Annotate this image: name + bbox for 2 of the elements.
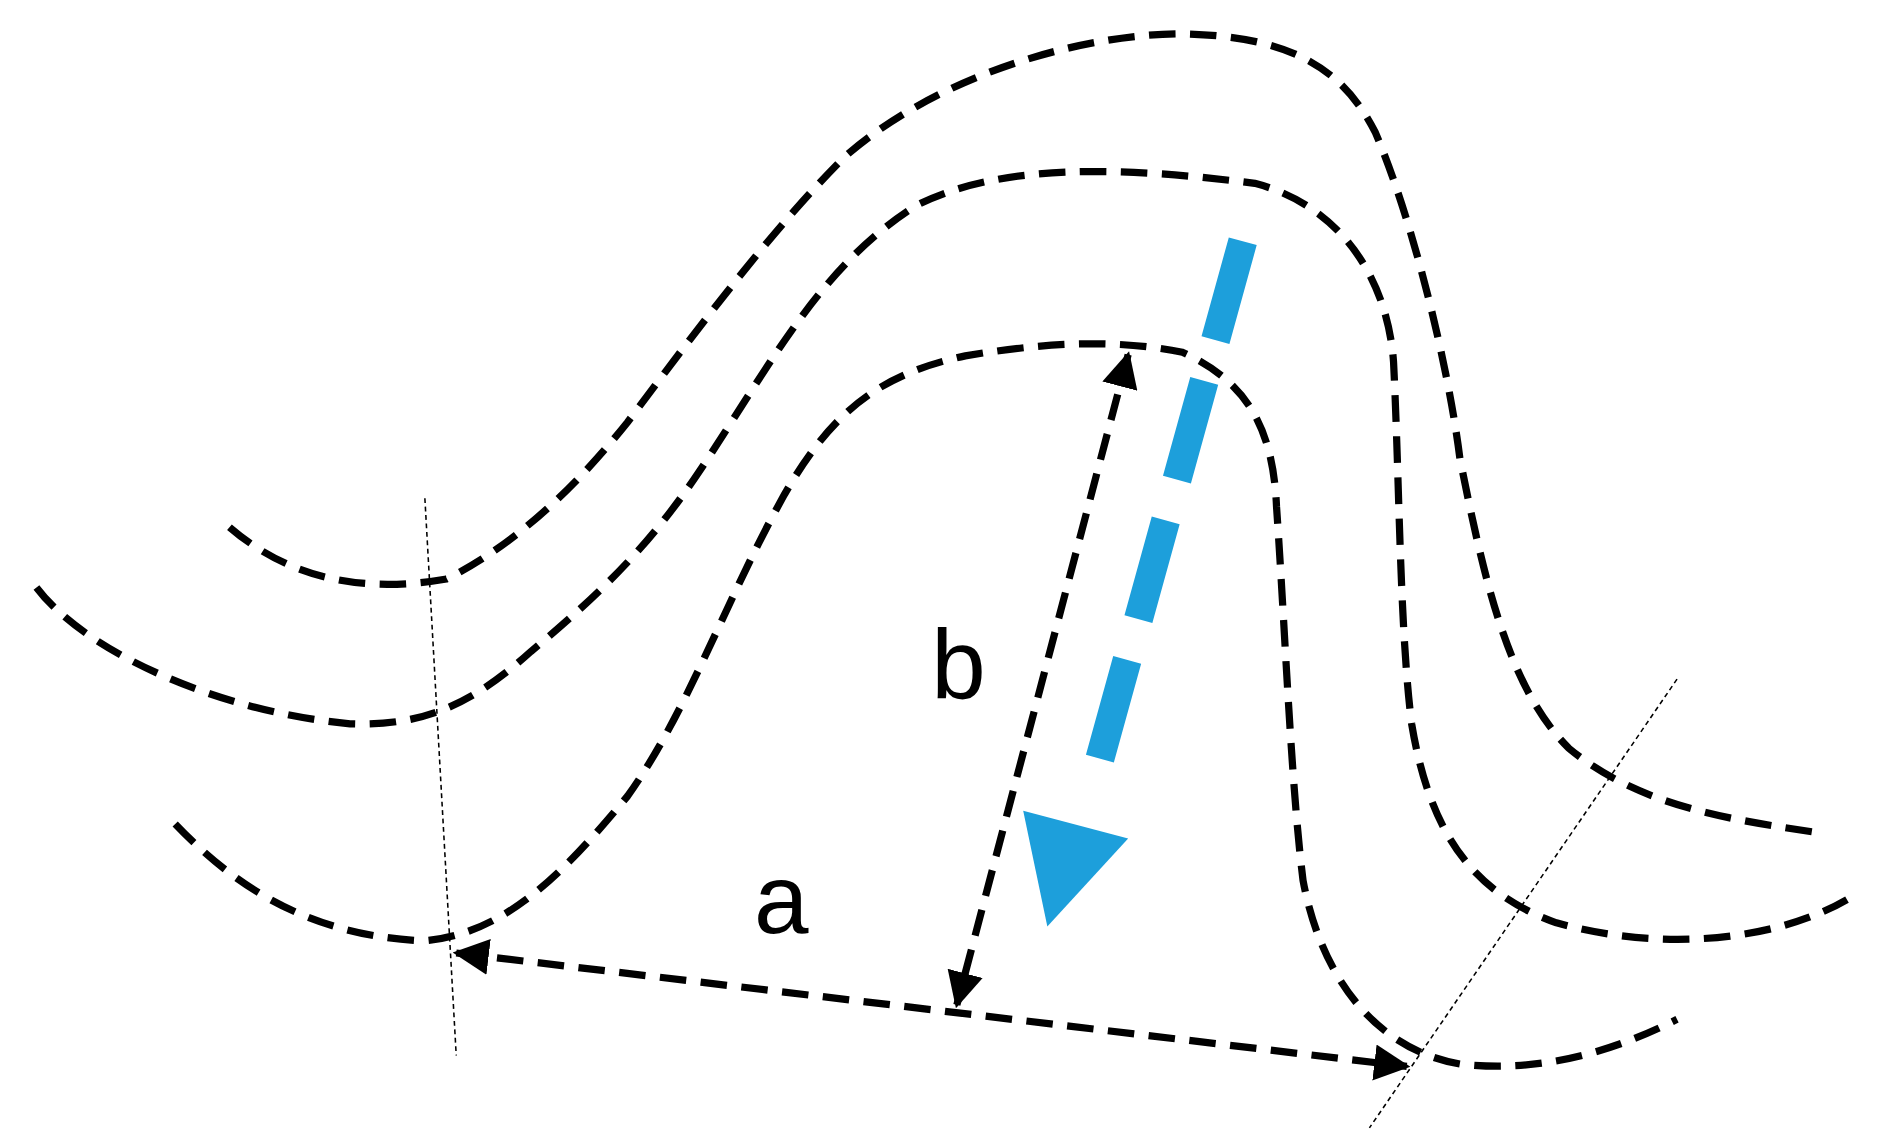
dimension-label: b (931, 614, 986, 713)
dimension-label: a (753, 849, 809, 948)
